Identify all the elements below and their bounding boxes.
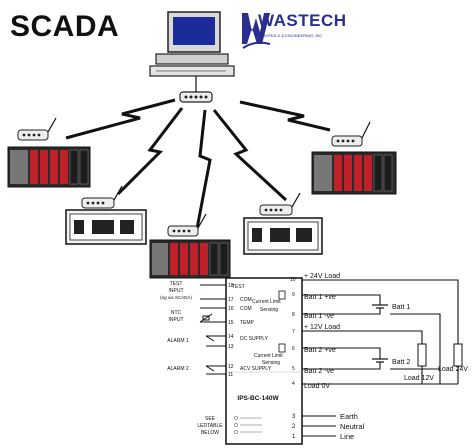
terminal-6: 6	[292, 346, 295, 352]
remote-plc-rack-center	[149, 239, 231, 279]
led-table-block	[234, 416, 262, 434]
battery-1-symbol	[372, 304, 388, 309]
logo-tagline: CONTROLS & ENGINEERING, INC	[258, 33, 323, 38]
scada-computer-icon	[149, 11, 235, 77]
remote-controller-panel-mid-right	[243, 217, 323, 255]
label-alarm-2: ALARM 2	[167, 366, 189, 372]
terminal-11: 11	[228, 372, 233, 378]
terminal-7: 7	[292, 329, 295, 335]
terminal-14: 14	[228, 334, 234, 340]
wastech-logo-mark	[242, 13, 271, 49]
label-test-input: TEST	[170, 281, 183, 287]
wireless-link-left	[65, 98, 176, 140]
inner-label-sensing-1: Sensing	[260, 307, 278, 313]
inner-label-dc-supply: DC SUPPLY	[240, 336, 269, 342]
terminal-1: 1	[292, 434, 296, 440]
terminal-9: 9	[292, 292, 295, 298]
inner-label-acv-supply: ACV SUPPLY	[240, 366, 272, 372]
output-batt-2-pos: Batt 2 +ve	[304, 347, 336, 354]
output-neutral: Neutral	[340, 422, 365, 431]
fuse-batt-1	[278, 290, 286, 300]
output-earth: Earth	[340, 412, 358, 421]
inner-label-sensing-2: Sensing	[262, 360, 280, 366]
label-alarm-1: ALARM 1	[167, 338, 189, 344]
central-radio-hub	[179, 76, 213, 103]
output-batt-1-neg: Batt 1 -ve	[304, 313, 334, 320]
output-plus-24v-load: + 24V Load	[304, 273, 340, 280]
output-batt-2-neg: Batt 2 -ve	[304, 368, 334, 375]
wireless-link-mid-left	[116, 107, 184, 196]
remote-controller-panel-mid-left	[65, 209, 147, 245]
terminal-3: 3	[292, 414, 296, 420]
battery-1-label: Batt 1	[392, 304, 410, 311]
remote-plc-rack-right	[311, 151, 397, 195]
terminal-17: 17	[228, 297, 234, 303]
inner-label-current-limit-2: Current Limit	[254, 353, 283, 359]
alarm-2-relay-symbol	[205, 365, 215, 375]
alarm-1-relay-symbol	[205, 335, 215, 347]
terminal-13: 13	[228, 344, 234, 350]
wireless-link-right	[239, 100, 331, 132]
inner-label-current-limit-1: Current Limit	[252, 299, 281, 305]
terminal-8: 8	[292, 312, 295, 318]
fuse-batt-2	[278, 343, 286, 353]
radio-node-mid-left	[81, 185, 123, 209]
wireless-link-center	[194, 109, 212, 235]
label-ledtable: LEDTABLE	[197, 423, 223, 429]
radio-node-center	[167, 213, 207, 237]
remote-plc-rack-left	[7, 146, 91, 188]
inner-label-com-17: COM	[240, 297, 252, 303]
terminal-15: 15	[228, 320, 234, 326]
terminal-4: 4	[292, 381, 295, 387]
load-12v-resistor	[417, 343, 427, 367]
load-12v-label: Load 12V	[404, 375, 434, 382]
left-terminal-wires	[200, 284, 226, 375]
radio-node-mid-right	[259, 192, 301, 216]
terminal-16: 16	[228, 306, 234, 312]
label-ntc: NTC	[171, 310, 182, 316]
output-load-0v: Load 0V	[304, 383, 330, 390]
label-below: BELOW	[201, 430, 219, 436]
output-wiring	[302, 279, 459, 437]
label-test-input-3: (eg via SCADA)	[160, 295, 192, 300]
terminal-18: 18	[228, 283, 234, 289]
diagram-title: SCADA	[10, 10, 120, 43]
battery-2-label: Batt 2	[392, 359, 410, 366]
output-line: Line	[340, 432, 354, 441]
radio-node-right	[331, 121, 371, 147]
terminal-2: 2	[292, 424, 296, 430]
terminal-10: 10	[290, 277, 296, 283]
terminal-12: 12	[228, 364, 234, 370]
wastech-logo	[242, 13, 271, 49]
label-see: SEE	[205, 416, 216, 422]
controller-model-label: IPS-BC-140W	[237, 395, 279, 402]
load-24v-resistor	[453, 343, 463, 367]
ntc-thermistor-symbol	[199, 313, 213, 323]
logo-wordmark: WASTECH	[258, 11, 347, 30]
output-batt-1-pos: Batt 1 +ve	[304, 294, 336, 301]
terminal-5: 5	[292, 366, 295, 372]
output-plus-12v-load: + 12V Load	[304, 324, 340, 331]
label-test-input-2: INPUT	[169, 288, 184, 294]
battery-2-symbol	[372, 358, 388, 363]
controller-ips-bc-140w	[225, 277, 303, 445]
load-24v-label: Load 24V	[438, 366, 468, 373]
wireless-link-mid-right	[212, 109, 288, 202]
label-ntc-input: INPUT	[169, 317, 184, 323]
inner-label-temp: TEMP	[240, 320, 255, 326]
radio-node-left	[17, 117, 57, 141]
label-test-terminal: TEST	[232, 284, 245, 290]
inner-label-com-16: COM	[240, 306, 252, 312]
